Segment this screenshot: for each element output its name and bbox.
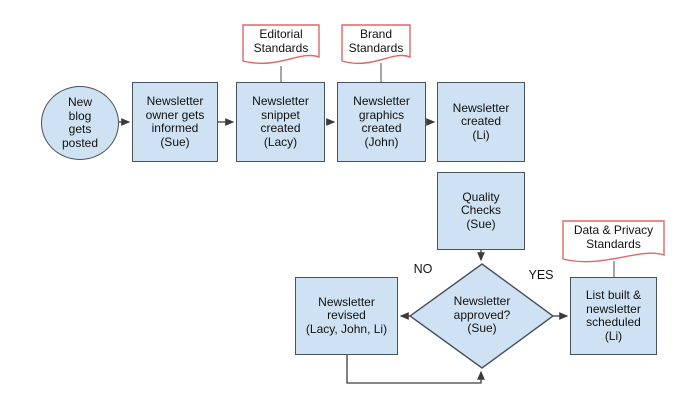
list-built-node: List built & newsletter scheduled (Li) bbox=[570, 277, 657, 355]
newsletter-revised-node: Newsletter revised (Lacy, John, Li) bbox=[295, 277, 398, 355]
document-shape-icon bbox=[341, 24, 411, 65]
snippet-created-node: Newsletter snippet created (Lacy) bbox=[236, 82, 325, 162]
brand-standards-document: Brand Standards bbox=[341, 24, 411, 72]
start-node: New blog gets posted bbox=[41, 86, 119, 160]
owner-informed-node: Newsletter owner gets informed (Sue) bbox=[132, 82, 218, 162]
approval-decision-diamond bbox=[408, 263, 555, 369]
editorial-standards-label: Editorial Standards bbox=[253, 27, 309, 55]
brand-standards-label: Brand Standards bbox=[348, 27, 404, 55]
list-built-label: List built & newsletter scheduled (Li) bbox=[585, 288, 642, 343]
decision-yes-label: YES bbox=[528, 268, 554, 282]
graphics-created-label: Newsletter graphics created (John) bbox=[353, 94, 410, 149]
approval-decision-label: Newsletter approved? (Sue) bbox=[453, 294, 511, 335]
document-shape-icon bbox=[242, 24, 320, 65]
data-privacy-standards-label: Data & Privacy Standards bbox=[573, 223, 654, 251]
start-node-label: New blog gets posted bbox=[61, 95, 99, 150]
quality-checks-node: Quality Checks (Sue) bbox=[437, 172, 525, 250]
editorial-standards-document: Editorial Standards bbox=[242, 24, 320, 72]
newsletter-created-node: Newsletter created (Li) bbox=[437, 82, 525, 162]
quality-checks-label: Quality Checks (Sue) bbox=[460, 189, 501, 231]
newsletter-revised-label: Newsletter revised (Lacy, John, Li) bbox=[305, 294, 388, 336]
owner-informed-label: Newsletter owner gets informed (Sue) bbox=[145, 94, 205, 149]
graphics-created-node: Newsletter graphics created (John) bbox=[337, 82, 426, 162]
newsletter-created-label: Newsletter created (Li) bbox=[452, 100, 510, 142]
data-privacy-standards-document: Data & Privacy Standards bbox=[562, 220, 665, 270]
decision-no-label: NO bbox=[413, 262, 433, 276]
snippet-created-label: Newsletter snippet created (Lacy) bbox=[252, 94, 309, 149]
document-shape-icon bbox=[562, 220, 665, 263]
